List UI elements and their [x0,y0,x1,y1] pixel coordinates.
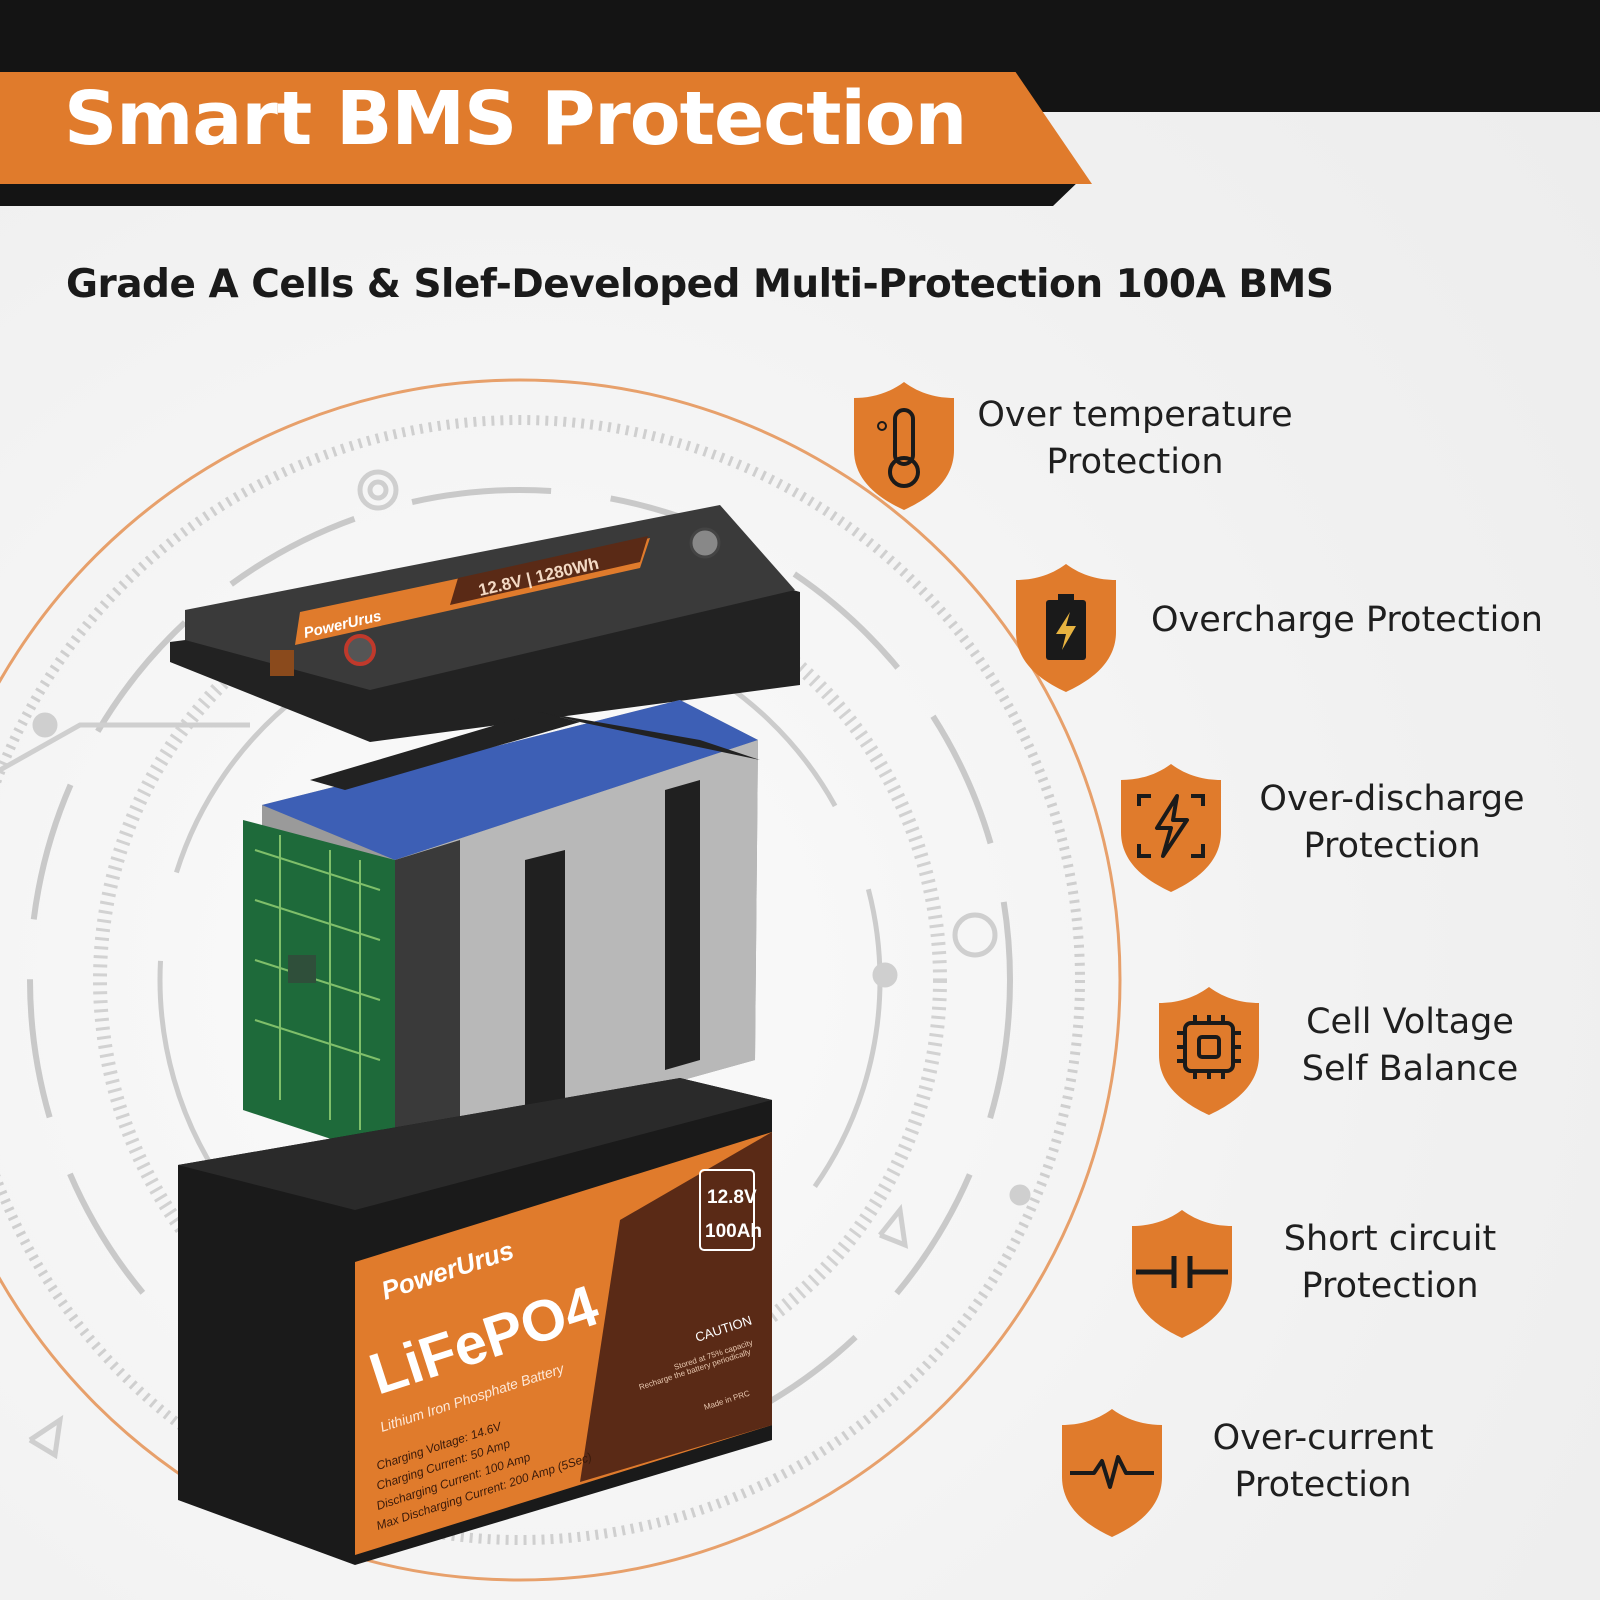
feature-line-1: Overcharge Protection [1150,600,1543,640]
feature-cell-balance: Cell Voltage Self Balance [1155,985,1575,1125]
thermometer-icon [854,382,954,510]
feature-line-1: Over-discharge [1259,779,1525,819]
lightning-frame-icon [1121,764,1221,892]
feature-line-2: Protection [1234,1465,1412,1505]
feature-line-1: Short circuit [1283,1219,1497,1259]
feature-over-temperature: Over temperature Protection [850,380,1320,520]
battery-lid: 12.8V | 1280Wh PowerUrus [170,505,800,742]
feature-over-discharge: Over-discharge Protection [1117,762,1567,902]
cell-pack [243,700,760,1160]
feature-line-1: Cell Voltage [1306,1002,1514,1042]
pulse-icon [1062,1409,1162,1537]
feature-line-1: Over temperature [977,395,1293,435]
page-title: Smart BMS Protection [64,76,967,162]
feature-line-2: Self Balance [1301,1049,1519,1089]
feature-overcharge: Overcharge Protection [1012,562,1572,702]
banner-shadow [0,180,1080,206]
feature-label: Overcharge Protection [1132,597,1562,644]
feature-line-1: Over-current [1212,1418,1434,1458]
feature-label: Short circuit Protection [1240,1216,1540,1310]
battery-charge-icon [1016,564,1116,692]
feature-line-2: Protection [1303,826,1481,866]
battery-case: PowerUrus LiFePO4 Lithium Iron Phosphate… [178,1078,772,1565]
feature-label: Over temperature Protection [965,392,1305,486]
voltage-badge-text: 12.8V [707,1187,757,1208]
capacitor-icon [1132,1210,1232,1338]
chip-icon [1159,987,1259,1115]
page-subtitle: Grade A Cells & Slef-Developed Multi-Pro… [66,262,1334,307]
capacity-badge-text: 100Ah [705,1221,762,1242]
feature-line-2: Protection [1046,442,1224,482]
feature-short-circuit: Short circuit Protection [1128,1208,1568,1348]
feature-label: Cell Voltage Self Balance [1260,999,1560,1093]
feature-label: Over-current Protection [1168,1415,1478,1509]
feature-line-2: Protection [1301,1266,1479,1306]
feature-label: Over-discharge Protection [1227,776,1557,870]
feature-over-current: Over-current Protection [1058,1407,1558,1547]
title-banner [0,72,1092,184]
